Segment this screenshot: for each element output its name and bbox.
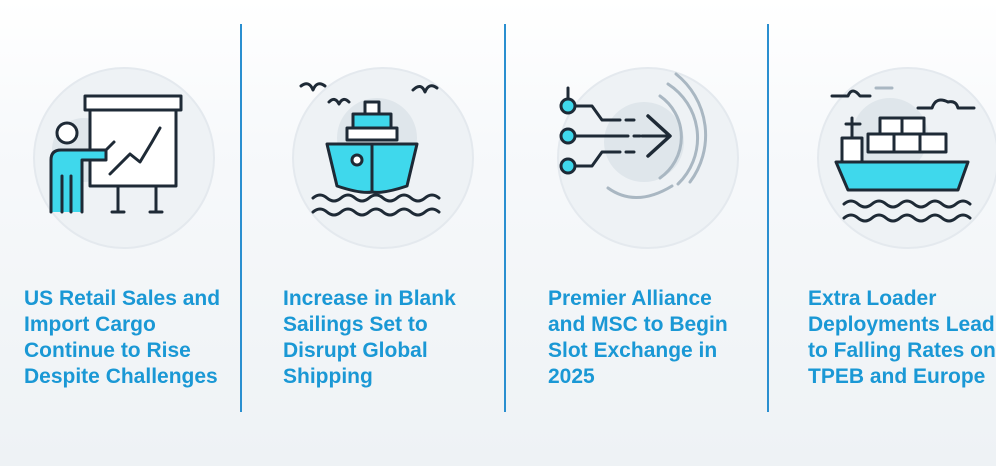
headline-2[interactable]: Increase in Blank Sailings Set to Disrup… xyxy=(283,287,456,389)
news-card-3[interactable]: Premier Alliance and MSC to Begin Slot E… xyxy=(548,0,778,466)
column-divider-3 xyxy=(767,24,769,412)
news-card-1[interactable]: US Retail Sales and Import Cargo Continu… xyxy=(24,0,254,466)
ship-icon xyxy=(283,58,483,258)
network-arrow-icon xyxy=(548,58,748,258)
column-divider-2 xyxy=(504,24,506,412)
news-card-4[interactable]: Extra Loader Deployments Lead to Falling… xyxy=(808,0,996,466)
presentation-chart-icon xyxy=(24,58,224,258)
column-divider-1 xyxy=(240,24,242,412)
headline-4[interactable]: Extra Loader Deployments Lead to Falling… xyxy=(808,287,996,389)
container-ship-icon xyxy=(808,58,996,258)
headline-1[interactable]: US Retail Sales and Import Cargo Continu… xyxy=(24,287,221,389)
headline-3[interactable]: Premier Alliance and MSC to Begin Slot E… xyxy=(548,287,728,389)
news-card-2[interactable]: Increase in Blank Sailings Set to Disrup… xyxy=(283,0,513,466)
